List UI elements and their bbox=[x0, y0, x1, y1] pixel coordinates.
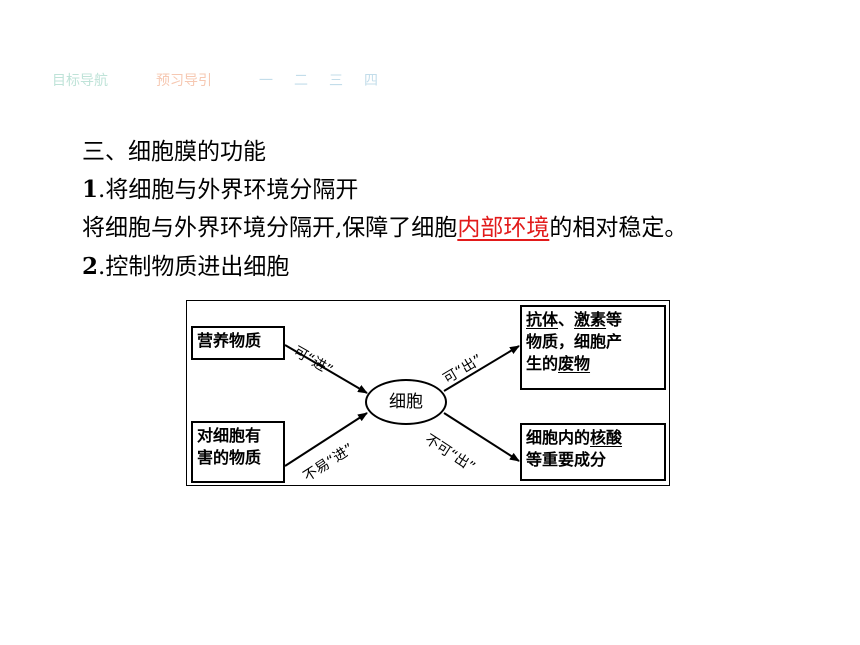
nav-tab-goals[interactable]: 目标导航 bbox=[52, 73, 108, 89]
box-components-line1: 细胞内的核酸 bbox=[526, 427, 660, 449]
subheading-2-text: .控制物质进出细胞 bbox=[98, 254, 290, 280]
transport-diagram: 营养物质 对细胞有 害的物质 抗体、激素等 物质，细胞产 生的废物 细胞内的核酸… bbox=[186, 300, 670, 486]
punctuation-comma: 、 bbox=[558, 310, 575, 329]
nav-tab-preview[interactable]: 预习导引 bbox=[156, 73, 212, 89]
box-important-components: 细胞内的核酸 等重要成分 bbox=[520, 423, 666, 481]
box-products-line1: 抗体、激素等 bbox=[526, 309, 660, 331]
box-components-line2: 等重要成分 bbox=[526, 450, 607, 469]
box-harmful-line1: 对细胞有 bbox=[197, 426, 262, 445]
arrows bbox=[284, 344, 520, 467]
cell-ellipse: 细胞 bbox=[365, 379, 447, 425]
arrow-harmful-in bbox=[284, 412, 368, 467]
term-waste: 废物 bbox=[558, 354, 591, 373]
section-heading: 三、细胞膜的功能 bbox=[82, 139, 266, 165]
box-secreted-products: 抗体、激素等 物质，细胞产 生的废物 bbox=[520, 305, 666, 390]
nav-tab-section-1[interactable]: 一 bbox=[259, 73, 273, 89]
arrow-nutrients-in bbox=[284, 344, 368, 394]
subheading-1-text: .将细胞与外界环境分隔开 bbox=[98, 177, 359, 203]
subheading-1: 1.将细胞与外界环境分隔开 bbox=[82, 175, 358, 205]
text-in-cell: 细胞内的 bbox=[526, 428, 591, 447]
paragraph-before: 将细胞与外界环境分隔开,保障了细胞 bbox=[82, 215, 458, 241]
subheading-1-number: 1 bbox=[82, 176, 99, 203]
answer-blank: 内部环境 bbox=[457, 215, 550, 241]
cell-label: 细胞 bbox=[389, 392, 423, 412]
arrow-products-out bbox=[443, 345, 520, 392]
box-harmful-substances: 对细胞有 害的物质 bbox=[191, 421, 285, 483]
term-antibody: 抗体 bbox=[526, 310, 559, 329]
nav-tab-section-2[interactable]: 二 bbox=[294, 73, 308, 89]
nav-tab-section-3[interactable]: 三 bbox=[329, 73, 343, 89]
term-nucleic-acid: 核酸 bbox=[590, 428, 623, 447]
paragraph: 将细胞与外界环境分隔开,保障了细胞内部环境的相对稳定。 bbox=[82, 213, 687, 243]
box-harmful-line2: 害的物质 bbox=[197, 448, 262, 467]
paragraph-after: 的相对稳定。 bbox=[549, 215, 688, 241]
term-hormone: 激素 bbox=[574, 310, 607, 329]
text-produced: 生的 bbox=[526, 354, 559, 373]
box-nutrients-label: 营养物质 bbox=[197, 331, 262, 350]
box-products-line2: 物质，细胞产 bbox=[526, 332, 623, 351]
nav-tab-section-4[interactable]: 四 bbox=[364, 73, 378, 89]
box-nutrients: 营养物质 bbox=[191, 326, 285, 360]
arrow-nucleic-out bbox=[443, 412, 520, 462]
box-products-line3: 生的废物 bbox=[526, 353, 660, 375]
text-etc: 等 bbox=[606, 310, 623, 329]
subheading-2: 2.控制物质进出细胞 bbox=[82, 252, 289, 282]
subheading-2-number: 2 bbox=[82, 253, 99, 280]
